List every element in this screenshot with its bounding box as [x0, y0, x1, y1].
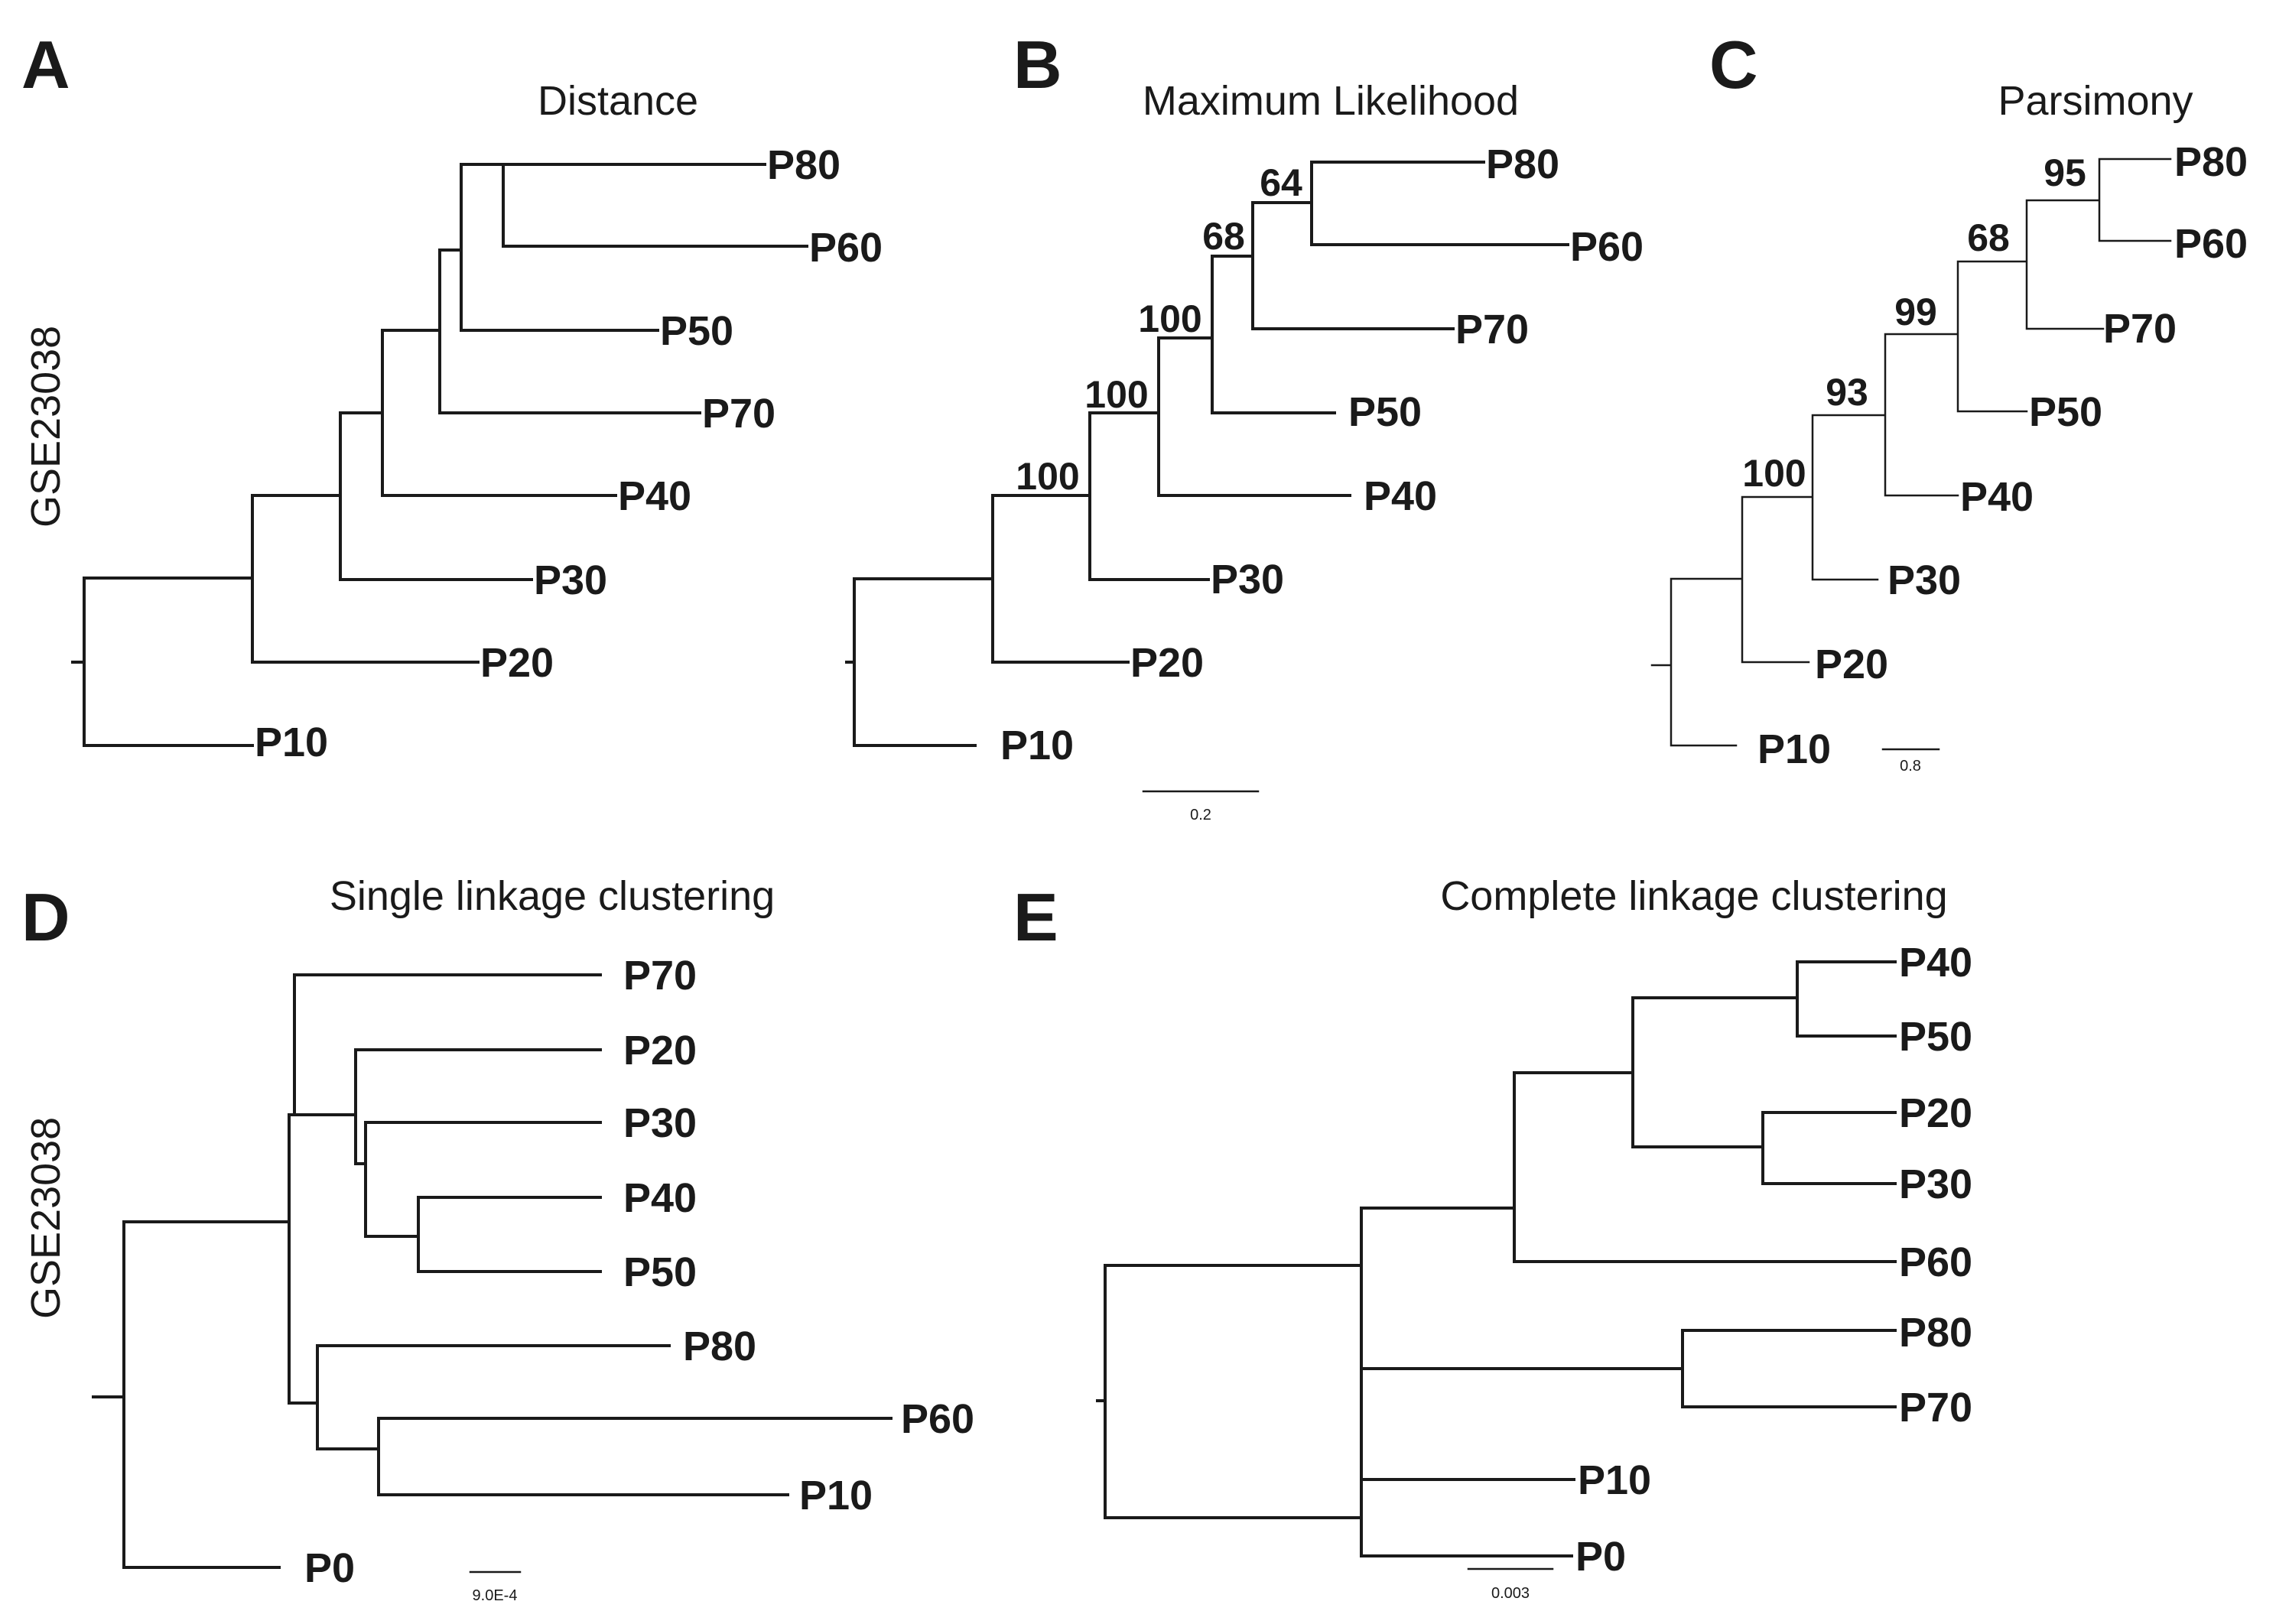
leaf-label: P40: [1364, 473, 1437, 519]
leaf-label: P40: [1960, 474, 2034, 520]
leaf-label: P30: [1887, 557, 1961, 603]
panel-title-c: Parsimony: [1998, 78, 2193, 124]
bootstrap-value: 95: [2044, 151, 2086, 194]
leaf-label: P10: [1757, 726, 1831, 772]
panel-letter-e: E: [1013, 879, 1058, 955]
panel-letter-b: B: [1013, 27, 1062, 102]
bootstrap-value: 100: [1138, 297, 1201, 340]
panel-c: C Parsimony P80 P60 P70 P50 P40 P30 P20 …: [1650, 27, 2248, 775]
scale-bar-label: 0.2: [1190, 807, 1211, 823]
leaf-label: P80: [1486, 141, 1559, 187]
bootstrap-value: 100: [1742, 452, 1806, 495]
leaf-label: P60: [1899, 1239, 1972, 1285]
leaf-label: P50: [623, 1249, 697, 1295]
bootstrap-value: 64: [1260, 161, 1302, 204]
leaf-label: P70: [1899, 1385, 1972, 1431]
tree-c: [1650, 158, 2172, 751]
leaf-label: P10: [799, 1473, 873, 1518]
scale-bar-label: 9.0E-4: [473, 1587, 518, 1604]
leaf-label: P20: [1130, 640, 1204, 686]
scale-bar-label: 0.003: [1491, 1585, 1530, 1602]
leaf-label: P20: [1815, 641, 1888, 687]
panel-b: B Maximum Likelihood P80 P60 P70 P50 P40…: [845, 27, 1644, 823]
leaf-label: P0: [304, 1545, 355, 1591]
leaf-label: P80: [767, 142, 840, 188]
leaf-label: P20: [1899, 1090, 1972, 1136]
leaf-label: P70: [623, 953, 697, 999]
tree-e: [1096, 960, 1897, 1570]
leaf-label: P0: [1575, 1534, 1626, 1580]
leaf-label: P30: [623, 1100, 697, 1146]
tree-a: [71, 163, 808, 747]
leaf-label: P70: [702, 391, 775, 437]
panel-title-d: Single linkage clustering: [330, 873, 775, 919]
leaf-label: P50: [660, 308, 733, 354]
bootstrap-value: 100: [1084, 373, 1148, 416]
bootstrap-value: 68: [1967, 216, 2010, 259]
leaf-label: P60: [809, 225, 883, 271]
leaf-label: P30: [534, 557, 607, 603]
panel-a: A Distance P80 P60 P50 P70 P40 P30 P20 P…: [21, 27, 883, 765]
panel-d: D Single linkage clustering P70 P20 P30 …: [21, 873, 974, 1604]
leaf-label: P50: [1899, 1014, 1972, 1060]
leaf-label: P80: [2174, 139, 2248, 185]
panel-title-e: Complete linkage clustering: [1440, 873, 1947, 919]
tree-b: [845, 161, 1569, 793]
tree-d: [92, 973, 893, 1574]
leaf-label: P10: [1000, 723, 1074, 768]
leaf-label: P50: [1348, 389, 1422, 435]
leaf-label: P50: [2029, 389, 2102, 435]
leaf-label: P10: [1578, 1457, 1651, 1503]
leaf-label: P80: [1899, 1310, 1972, 1356]
leaf-label: P40: [623, 1175, 697, 1221]
panel-e: E Complete linkage clustering P40 P50 P2…: [1013, 873, 1972, 1602]
panel-letter-d: D: [21, 879, 70, 955]
dataset-label-bottom: GSE23038: [23, 1117, 69, 1319]
leaf-label: P10: [255, 719, 328, 765]
bootstrap-value: 99: [1894, 291, 1937, 333]
leaf-label: P40: [618, 473, 691, 519]
bootstrap-value: 93: [1826, 371, 1868, 414]
panel-letter-c: C: [1709, 27, 1758, 102]
leaf-label: P30: [1899, 1161, 1972, 1207]
leaf-label: P60: [1570, 224, 1644, 270]
panel-title-b: Maximum Likelihood: [1143, 78, 1519, 124]
leaf-label: P80: [683, 1324, 756, 1369]
leaf-label: P30: [1211, 557, 1284, 603]
leaf-label: P60: [2174, 221, 2248, 267]
panel-title-a: Distance: [538, 78, 698, 124]
leaf-label: P70: [1455, 307, 1529, 352]
panel-letter-a: A: [21, 27, 70, 102]
dataset-label-top: GSE23038: [23, 326, 69, 528]
bootstrap-value: 68: [1202, 215, 1245, 258]
leaf-label: P20: [480, 640, 554, 686]
scale-bar-label: 0.8: [1900, 758, 1921, 775]
leaf-label: P40: [1899, 940, 1972, 986]
bootstrap-value: 100: [1016, 455, 1079, 498]
leaf-label: P20: [623, 1028, 697, 1073]
leaf-label: P70: [2103, 306, 2177, 352]
leaf-label: P60: [901, 1396, 974, 1442]
